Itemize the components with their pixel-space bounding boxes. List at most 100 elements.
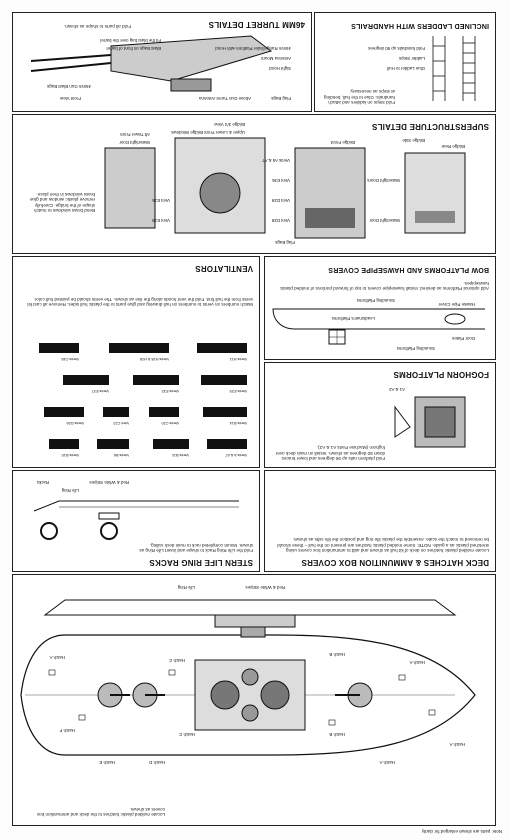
ss-label: Upper & Lower Front Bridge Windows (171, 130, 245, 135)
vent-part (133, 375, 179, 385)
racks-label: Racks (36, 480, 49, 485)
turret-label: Above Gun Turret Antenna (199, 96, 251, 101)
turret-label: Flag Bags (271, 96, 291, 101)
ss-label: Vent D29 (271, 198, 290, 203)
vent-part (103, 407, 129, 417)
ss-label: Vent E38 (152, 218, 170, 223)
leadsman-label: Leadsman's Platforms (331, 316, 375, 321)
ss-label: Vent D28 (271, 218, 290, 223)
vent-part (44, 407, 84, 417)
vent-label: Vents B10 (61, 453, 79, 457)
vent-part (109, 343, 169, 353)
a1-a2-label: A1 & A2 (389, 387, 405, 392)
deck-hatches-body: Locate molded plastic hatches on deck of… (277, 537, 489, 553)
ventilators-panel: Ventilators Match numbers on vents to nu… (12, 256, 260, 468)
life-ring-rack-drawing (33, 500, 239, 540)
hull-plan-drawing (20, 599, 476, 756)
vent-label: Vents B11 (171, 453, 189, 457)
turret-label: Blast Bags on front of barrel (106, 46, 161, 51)
ss-label: Vent E35 (152, 198, 170, 203)
vent-label: Vents H11 (229, 357, 247, 361)
superstructure-drawing (104, 137, 466, 239)
hatch-label: Hatch A (449, 742, 465, 747)
turret-label: Fit the blast bag over the barrel (100, 38, 161, 43)
ss-label: Flag Bags (275, 240, 295, 245)
door-plates-label: Door Plates (452, 336, 475, 341)
hatch-label: Hatch D (149, 760, 165, 765)
vent-part (63, 375, 109, 385)
vent-part (203, 407, 247, 417)
deck-note: Locate molded plastic hatches to the dec… (36, 806, 165, 817)
ladder-label: Ladder Steps (398, 56, 425, 61)
vent-label: Vents H18 & H18 (139, 357, 169, 361)
vent-label: Vents E32 (161, 389, 179, 393)
hatch-label: Hatch C (169, 658, 185, 663)
vent-part (97, 439, 129, 449)
vent-label: Vents B6 (113, 453, 129, 457)
vent-label: Vents C20 (161, 421, 179, 425)
ss-label: Aft Tower Front (120, 132, 150, 137)
stripes-label: Red & White Stripes (89, 480, 129, 485)
hatch-label: Hatch A (409, 660, 425, 665)
vent-label: Vents B14 (229, 421, 247, 425)
ss-label: Watertight Door (119, 140, 150, 145)
hatch-label: Hatch E (99, 760, 115, 765)
ss-label: Bridge Front (330, 140, 355, 145)
vent-label: Vent C22 (113, 421, 129, 425)
turret-label: Front View (60, 96, 81, 101)
ss-label: Vent E36 (272, 178, 290, 183)
foghorn-drawing (394, 396, 466, 448)
vent-part (201, 375, 247, 385)
ventilators-body: Match numbers on vents to numbers on hul… (27, 296, 253, 307)
turret-label: 46mm Gun Blast Bags (47, 84, 91, 89)
sounding-label: Sounding Platforms (356, 298, 395, 303)
vent-part (153, 439, 189, 449)
life-ring-label: Life Ring (61, 488, 79, 493)
ss-label: Watertight Doors (367, 178, 400, 183)
corner-note: Note: parts are shown enlarged for clari… (421, 829, 502, 834)
hull-plan-panel: Hatch A Hatch A Hatch B Hatch B Hatch C … (12, 574, 496, 826)
stern-life-ring-panel: Stern Life Ring Racks Fold the Life Ring… (12, 470, 260, 572)
ladder-label: Glue Ladder to Hull (387, 66, 425, 71)
turret-panel: 46mm Turret Details Fold all parts to sh… (12, 12, 312, 112)
hatch-label: Hatch F (59, 728, 75, 733)
vent-label: Vents A & A7 (225, 453, 247, 457)
ss-label: Bridge Rear (441, 144, 465, 149)
ss-label: Vents A5 & A7 (262, 158, 290, 163)
vent-part (197, 343, 247, 353)
turret-drawing (30, 35, 273, 92)
ss-label: Watertight Door (369, 218, 400, 223)
vent-part (149, 407, 179, 417)
turret-label: Sight Hood (269, 66, 291, 71)
vent-part (39, 343, 79, 353)
hawse-label: Hawse Pipe Cover (438, 302, 475, 307)
deck-hatches-title: Deck Hatches & Ammunition Box Covers (301, 558, 489, 567)
life-ring-note: Life Ring (177, 585, 195, 590)
ladder-label: Fold handrails up 90 degrees (368, 46, 425, 51)
ss-label: Bridge Side (402, 138, 425, 143)
deck-hatches-panel: Deck Hatches & Ammunition Box Covers Loc… (264, 470, 496, 572)
stripes-note: Red & White Stripes (245, 585, 285, 590)
bow-platforms-panel: Bow Platforms and Hawsepipe Covers Add o… (264, 256, 496, 360)
vent-part (49, 439, 79, 449)
hatch-label: Hatch A (49, 655, 65, 660)
hatch-label: Hatch B (329, 732, 345, 737)
vent-label: Vents D26 (66, 421, 84, 425)
ventilators-title: Ventilators (195, 264, 253, 273)
turret-label: Antenna Mount (261, 56, 291, 61)
hatch-label: Hatch C (179, 732, 195, 737)
ladders-panel: Inclined Ladders with Handrails Fold ste… (314, 12, 496, 112)
hatch-label: Hatch A (379, 760, 395, 765)
vent-label: Vents E29 (229, 389, 247, 393)
vent-label: Vents C48 (61, 357, 79, 361)
turret-label: 46mm Rangefinder Platform with Hood (215, 46, 291, 51)
hatch-label: Hatch B (329, 652, 345, 657)
sounding-label: Sounding Platforms (396, 346, 435, 351)
bow-drawing (272, 308, 485, 345)
vent-label: Vents E37 (91, 389, 109, 393)
superstructure-panel: Superstructure Details Bend brass window… (12, 114, 496, 254)
foghorn-panel: Foghorn Platforms Fold platform rails up… (264, 362, 496, 468)
vent-part (207, 439, 247, 449)
ss-label: Bridge 3/4 View (214, 122, 245, 127)
